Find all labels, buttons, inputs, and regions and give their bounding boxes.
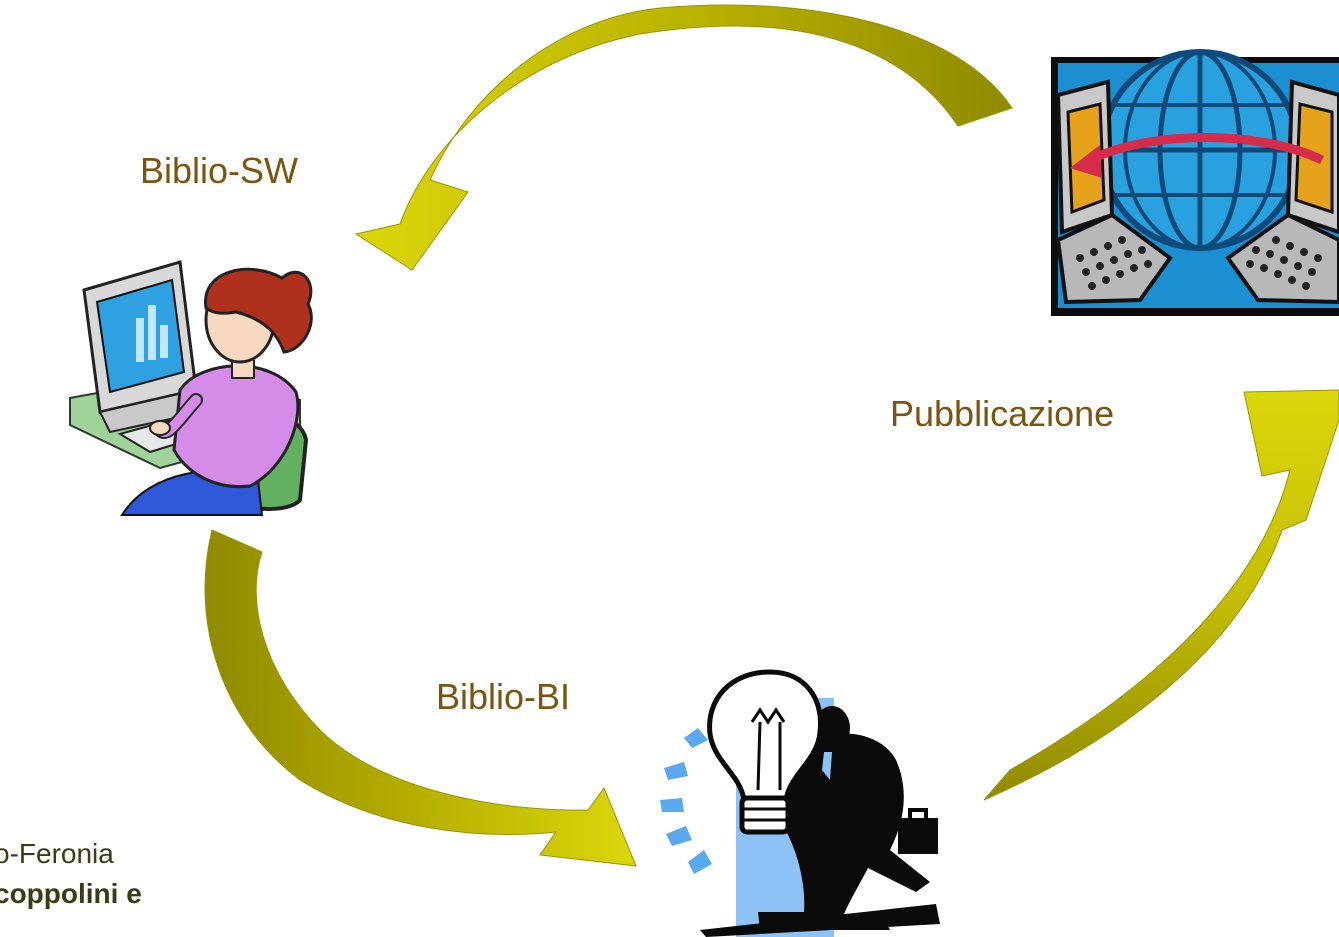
biblio-sw-label: Biblio-SW (140, 150, 299, 191)
footer-line-2: coppolini e (0, 878, 142, 909)
idea-businessman-icon (660, 669, 940, 937)
arrow-left-icon (204, 529, 637, 867)
pubblicazione-label: Pubblicazione (890, 393, 1115, 434)
woman-at-computer-icon (69, 260, 313, 516)
biblio-bi-label: Biblio-BI (436, 676, 571, 717)
globe-laptops-icon (1051, 49, 1339, 316)
arrow-right-icon (983, 389, 1339, 801)
arrow-top-icon (354, 4, 1013, 271)
footer-line-1: o-Feronia (0, 838, 114, 869)
